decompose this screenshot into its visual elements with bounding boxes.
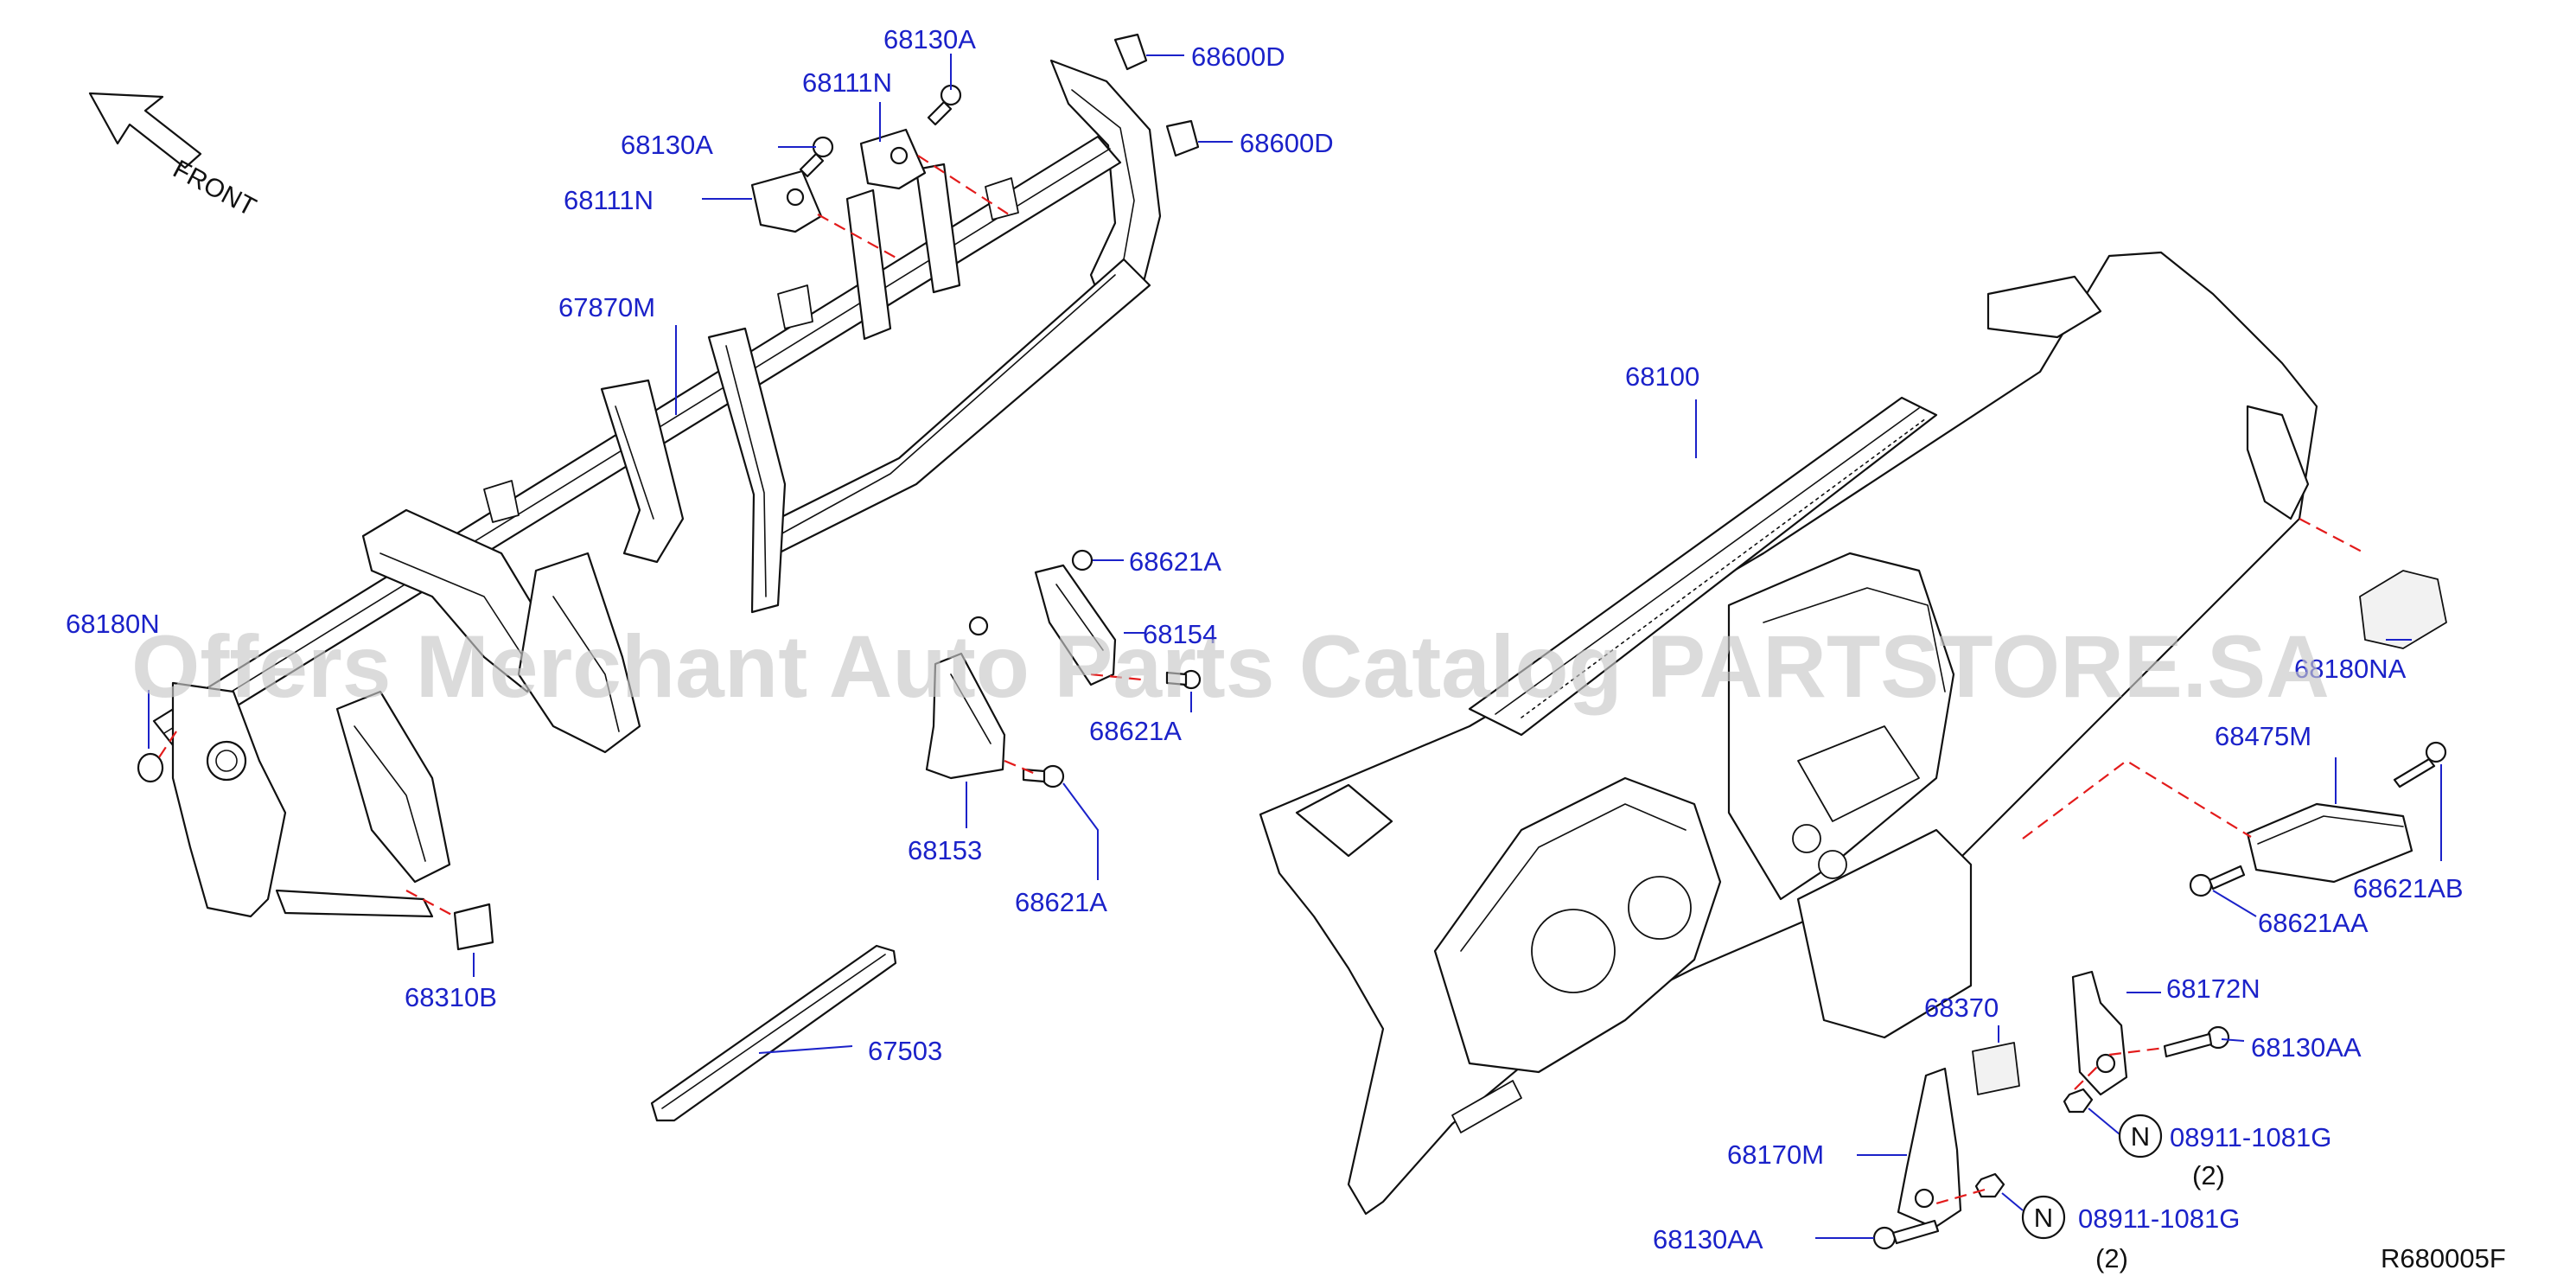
label-68170m[interactable]: 68170M xyxy=(1727,1139,1824,1170)
label-68130aa-bottom[interactable]: 68130AA xyxy=(1653,1224,1763,1254)
bracket-68170m xyxy=(1897,1067,1962,1229)
label-68475m[interactable]: 68475M xyxy=(2215,721,2311,751)
label-68130a-top[interactable]: 68130A xyxy=(883,24,976,54)
label-68370[interactable]: 68370 xyxy=(1924,993,1999,1023)
leader-lines xyxy=(148,54,2442,1239)
bolt-68130a-top xyxy=(927,84,962,126)
diagram-code: R680005F xyxy=(2381,1243,2506,1273)
label-68621ab[interactable]: 68621AB xyxy=(2353,873,2464,903)
cap-68180n xyxy=(137,752,164,783)
label-nut-lower[interactable]: 08911-1081G xyxy=(2078,1203,2240,1234)
instrument-panel-68100 xyxy=(1259,251,2318,1216)
label-68172n[interactable]: 68172N xyxy=(2166,973,2260,1004)
label-68600d-top[interactable]: 68600D xyxy=(1191,41,1285,72)
label-68130aa-right[interactable]: 68130AA xyxy=(2251,1032,2362,1063)
nut-lower xyxy=(1974,1172,2005,1198)
bracket-68172n xyxy=(2071,970,2128,1096)
bolt-68130aa-bottom xyxy=(1872,1219,1940,1250)
label-67503[interactable]: 67503 xyxy=(868,1036,942,1066)
bar-67503 xyxy=(650,944,897,1122)
bolt-68621a-middle xyxy=(1165,669,1202,690)
label-68180na[interactable]: 68180NA xyxy=(2294,654,2407,684)
label-68621a-middle[interactable]: 68621A xyxy=(1089,716,1182,746)
label-68310b[interactable]: 68310B xyxy=(405,982,497,1012)
label-68130a-left[interactable]: 68130A xyxy=(621,130,713,160)
bolt-68130aa-right xyxy=(2163,1025,2230,1058)
bolt-68130a-left xyxy=(799,136,834,178)
steering-member-67870m xyxy=(152,59,1162,918)
label-68111n-top[interactable]: 68111N xyxy=(802,67,892,98)
qty-lower: (2) xyxy=(2095,1243,2128,1273)
label-68621aa[interactable]: 68621AA xyxy=(2258,908,2369,938)
label-nut-upper[interactable]: 08911-1081G xyxy=(2170,1122,2331,1152)
pad-68370 xyxy=(1972,1042,2020,1095)
nut-symbol-upper-icon xyxy=(2118,1114,2163,1159)
front-arrow-icon xyxy=(88,92,202,169)
guide-lines xyxy=(158,155,2366,1205)
bolt-68621aa xyxy=(2189,865,2246,897)
label-68180n[interactable]: 68180N xyxy=(66,609,160,639)
label-68154[interactable]: 68154 xyxy=(1143,619,1217,649)
bolt-68621a-lower xyxy=(1022,764,1065,788)
nut-symbol-upper: N xyxy=(2131,1121,2150,1152)
bolt-68621ab xyxy=(2393,741,2447,788)
nut-symbol-lower: N xyxy=(2034,1203,2053,1233)
qty-upper: (2) xyxy=(2192,1160,2225,1190)
bracket-68111n-left xyxy=(750,169,823,233)
label-68100[interactable]: 68100 xyxy=(1625,361,1699,392)
bolt-68621a-upper xyxy=(1071,549,1094,571)
lid-68180na xyxy=(2359,570,2447,649)
clip-68600d-mid xyxy=(1165,119,1200,157)
bracket-68153 xyxy=(925,616,1006,780)
clip-68600d-top xyxy=(1113,33,1148,71)
pocket-68475m xyxy=(2246,802,2413,884)
label-68111n-left[interactable]: 68111N xyxy=(564,185,654,215)
bracket-68111n-top xyxy=(859,128,927,190)
label-68621a-lower[interactable]: 68621A xyxy=(1015,887,1107,917)
nut-upper xyxy=(2063,1088,2094,1114)
watermark: Offers Merchant Auto Parts Catalog PARTS… xyxy=(131,617,2330,716)
pad-68310b xyxy=(453,903,494,951)
front-label: FRONT xyxy=(169,155,261,222)
label-68600d-mid[interactable]: 68600D xyxy=(1240,128,1334,158)
label-68621a-upper[interactable]: 68621A xyxy=(1129,546,1221,577)
label-68153[interactable]: 68153 xyxy=(908,835,982,865)
label-67870m[interactable]: 67870M xyxy=(558,292,655,322)
nut-symbol-lower-icon xyxy=(2021,1195,2066,1240)
